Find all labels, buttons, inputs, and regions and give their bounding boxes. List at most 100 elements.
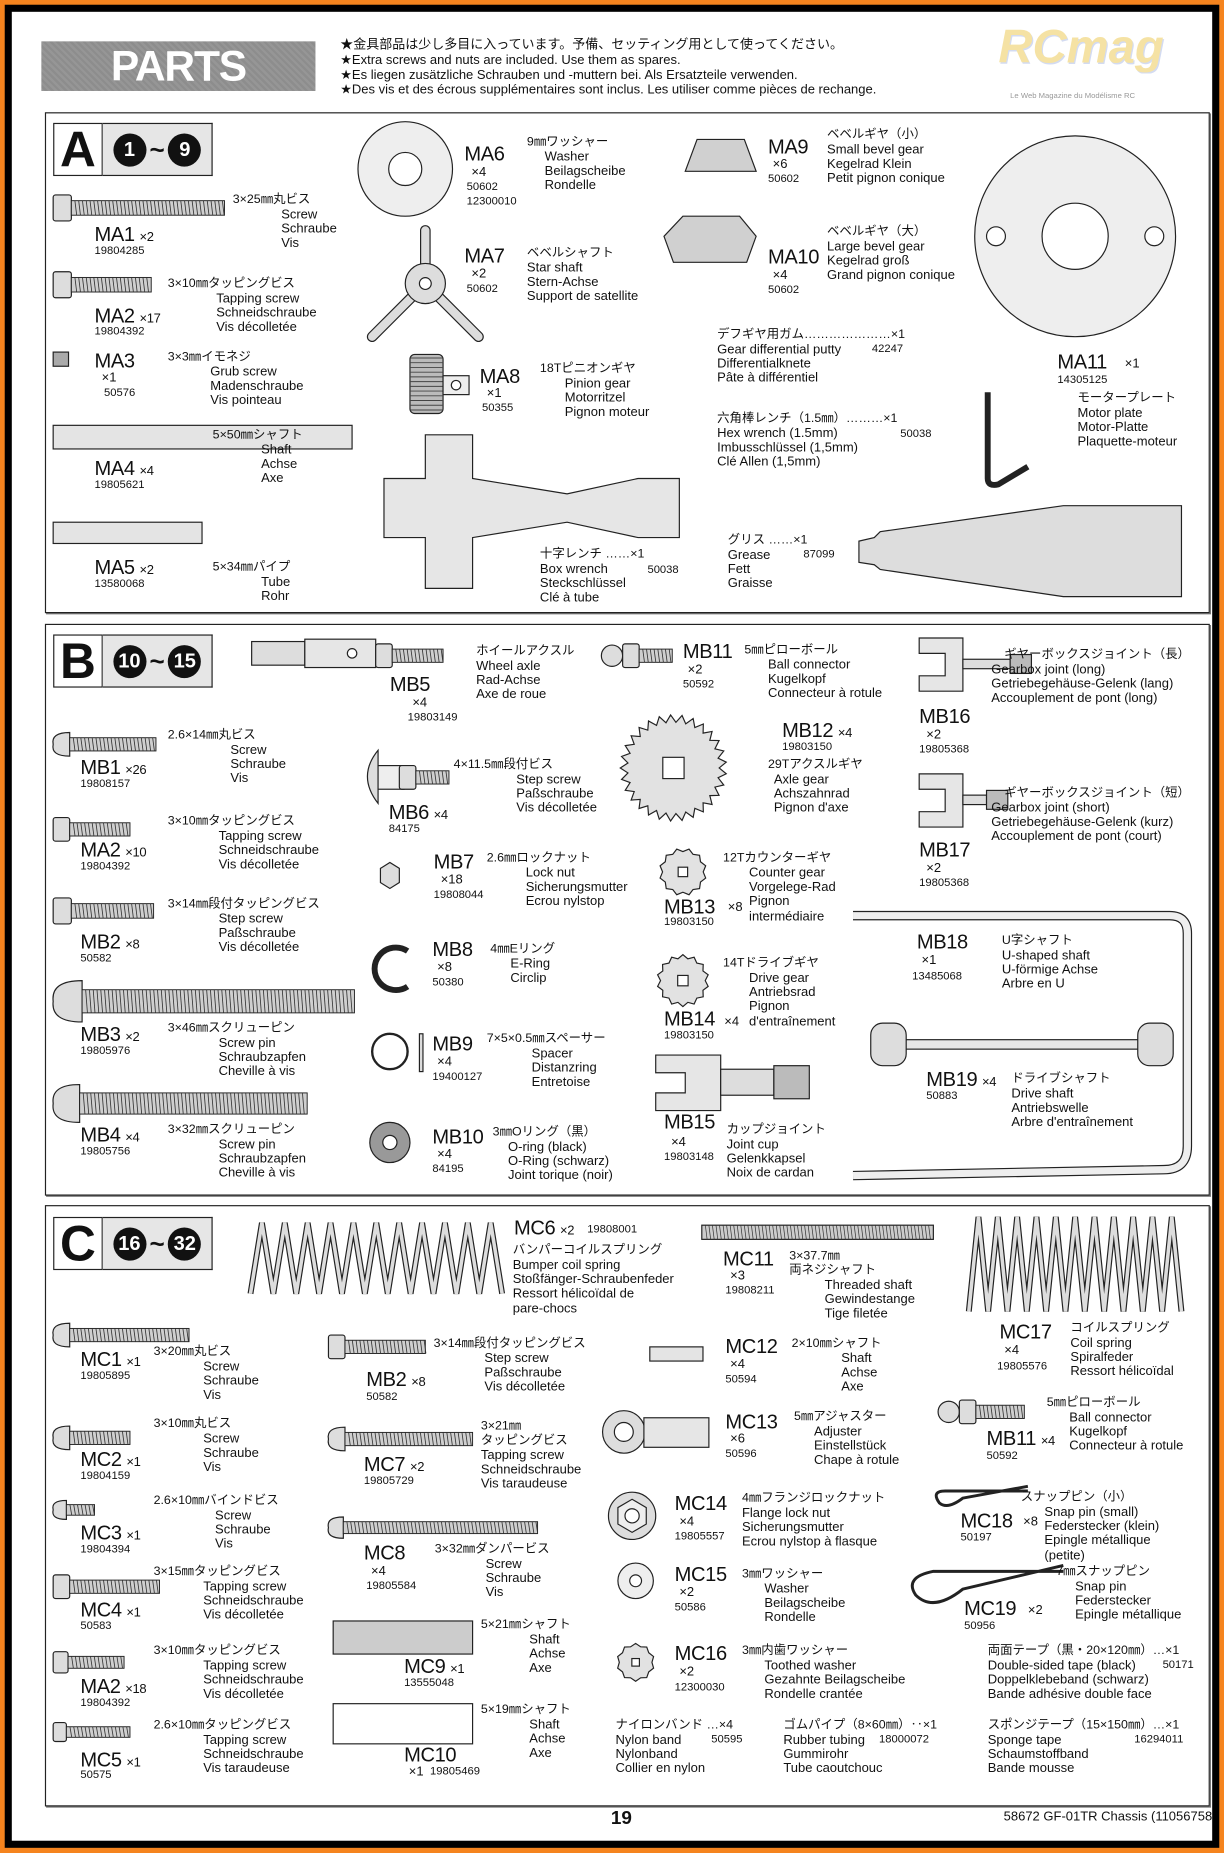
part-name-translation: Motor-Platte: [1077, 420, 1149, 436]
part-name-translation: Federstecker (klein): [1044, 1519, 1160, 1534]
part-name-japanese: カップジョイント: [726, 1122, 826, 1137]
part-code-mb2: MB2×8: [80, 932, 139, 956]
part-number: 50380: [432, 975, 464, 989]
step-from-badge: 16: [112, 1226, 146, 1261]
part-code-ma11: MA11: [1057, 351, 1107, 373]
part-code-mc19: MC19: [964, 1598, 1017, 1620]
part-name-translation: Connecteur à rotule: [767, 686, 883, 702]
part-name-translation: Snap pin: [1075, 1579, 1127, 1594]
part-name-japanese: ベベルギヤ（大）: [827, 224, 927, 239]
part-name-japanese: 3×10㎜タッピングビス: [167, 814, 295, 829]
part-name-translation: Shaft: [529, 1717, 560, 1733]
part-name-japanese: グリス ……×1: [727, 532, 808, 548]
part-number: 14305125: [1057, 373, 1108, 387]
part-name-translation: Madenschraube: [210, 379, 304, 394]
part-quantity: ×1: [126, 1528, 141, 1543]
part-code-mc12: MC12: [725, 1336, 778, 1357]
part-code: MC6: [513, 1216, 556, 1240]
part-name-translation: Axe de roue: [476, 688, 547, 703]
part-name-translation: Pignon: [749, 894, 790, 910]
part-name-translation: Nylonband: [615, 1747, 678, 1762]
part-code: MB12: [782, 719, 834, 742]
part-code-ma2: MA2×18: [80, 1676, 146, 1701]
damper-screw-mc8: [327, 1516, 539, 1539]
part-name-japanese: 12Tカウンターギヤ: [723, 850, 832, 865]
part-name-translation: Toothed washer: [764, 1658, 857, 1673]
part-name-japanese: 3㎜ワッシャー: [741, 1566, 824, 1581]
part-number: 19804285: [94, 244, 145, 258]
part-name-translation: Rubber tubing: [783, 1733, 865, 1748]
part-name-japanese: 4㎜フランジロックナット: [741, 1491, 886, 1506]
part-name-translation: Fett: [727, 562, 751, 577]
part-code-mc1: MC1×1: [80, 1349, 141, 1373]
part-code: MA2: [94, 304, 136, 328]
part-code-mb11: MB11: [683, 641, 733, 663]
part-number: 12300010: [466, 194, 517, 208]
part-code: MC5: [80, 1748, 122, 1772]
part-name-translation: Vis: [203, 1460, 222, 1475]
gearbox-joint-long-mb16: [918, 637, 1033, 692]
part-quantity: ×1: [126, 1605, 141, 1620]
part-name-translation: Circlip: [510, 971, 547, 986]
section-letter: C: [53, 1215, 103, 1271]
part-name-translation: Support de satellite: [526, 289, 639, 305]
part-name-translation: Schraube: [203, 1374, 259, 1389]
part-name-translation: Epingle métallique: [1075, 1608, 1182, 1623]
part-name-japanese: ベベルギヤ（小）: [827, 127, 927, 142]
part-code: MB14: [663, 1007, 716, 1031]
part-number: 50594: [725, 1372, 757, 1386]
part-name-translation: Graisse: [727, 577, 773, 592]
part-quantity: ×2: [125, 1030, 140, 1045]
axle-gear-mb12: [619, 713, 728, 823]
part-quantity: ×4: [1004, 1343, 1020, 1358]
part-number: 19803150: [782, 740, 833, 754]
part-name-translation: Vis: [215, 1537, 233, 1552]
part-number: 50602: [767, 283, 800, 297]
part-number: 18000072: [879, 1733, 929, 1747]
part-name-japanese: 4×11.5㎜段付ビス: [453, 757, 554, 772]
part-code: MB3: [80, 1023, 121, 1046]
part-code: MA5: [94, 556, 136, 579]
washer-mc15: [617, 1562, 654, 1600]
part-number: 19804394: [80, 1542, 131, 1556]
motor-plate-ma11: [974, 135, 1177, 338]
part-quantity: ×6: [730, 1431, 745, 1447]
part-quantity: ×4: [730, 1357, 745, 1372]
o-ring-mb10: [369, 1121, 411, 1164]
part-name-translation: Accouplement de pont (court): [991, 829, 1162, 845]
part-quantity: ×4: [772, 268, 788, 283]
part-code: MB6: [388, 801, 430, 824]
part-code: MC3: [80, 1521, 122, 1545]
part-quantity: ×1: [486, 386, 502, 401]
part-name-translation: Cheville à vis: [218, 1064, 296, 1080]
hex-wrench: [984, 392, 1030, 488]
part-number: 50592: [682, 678, 715, 692]
part-quantity: ×4: [370, 1564, 386, 1579]
part-name-translation: Ressort hélicoïdal: [1070, 1365, 1174, 1380]
small-bevel-gear-ma9: [684, 138, 757, 172]
part-name-translation: Motorritzel: [564, 391, 626, 406]
part-name-translation: intermédiaire: [749, 909, 825, 924]
part-code: MB19: [926, 1068, 978, 1091]
part-number: 19804392: [94, 324, 145, 338]
part-name-translation: Tapping screw: [203, 1579, 287, 1594]
bumper-coil-spring-mc6: [247, 1222, 506, 1295]
grub-screw-ma3: [52, 351, 70, 367]
part-code-ma7: MA7: [464, 244, 505, 268]
manual-page: [11, 11, 1213, 1841]
binding-screw-mc3: [52, 1499, 95, 1520]
part-name-translation: Gelenkkapsel: [726, 1152, 806, 1167]
part-code-mc2: MC2×1: [80, 1449, 141, 1474]
part-quantity: ×3: [730, 1268, 745, 1284]
part-name-translation: Washer: [544, 150, 589, 165]
snap-pin-mc19: [910, 1564, 1064, 1604]
part-code: MA7: [464, 244, 505, 268]
u-shaft-mb18-fill: [852, 912, 1191, 1180]
step-screw-mb2-c: [327, 1334, 427, 1360]
part-name-translation: Tapping screw: [480, 1448, 564, 1463]
part-number: 50602: [466, 180, 498, 194]
part-name-translation: Tige filetée: [824, 1307, 888, 1322]
part-code-mb12: MB12×4: [782, 719, 852, 745]
part-code: MA4: [94, 457, 136, 480]
